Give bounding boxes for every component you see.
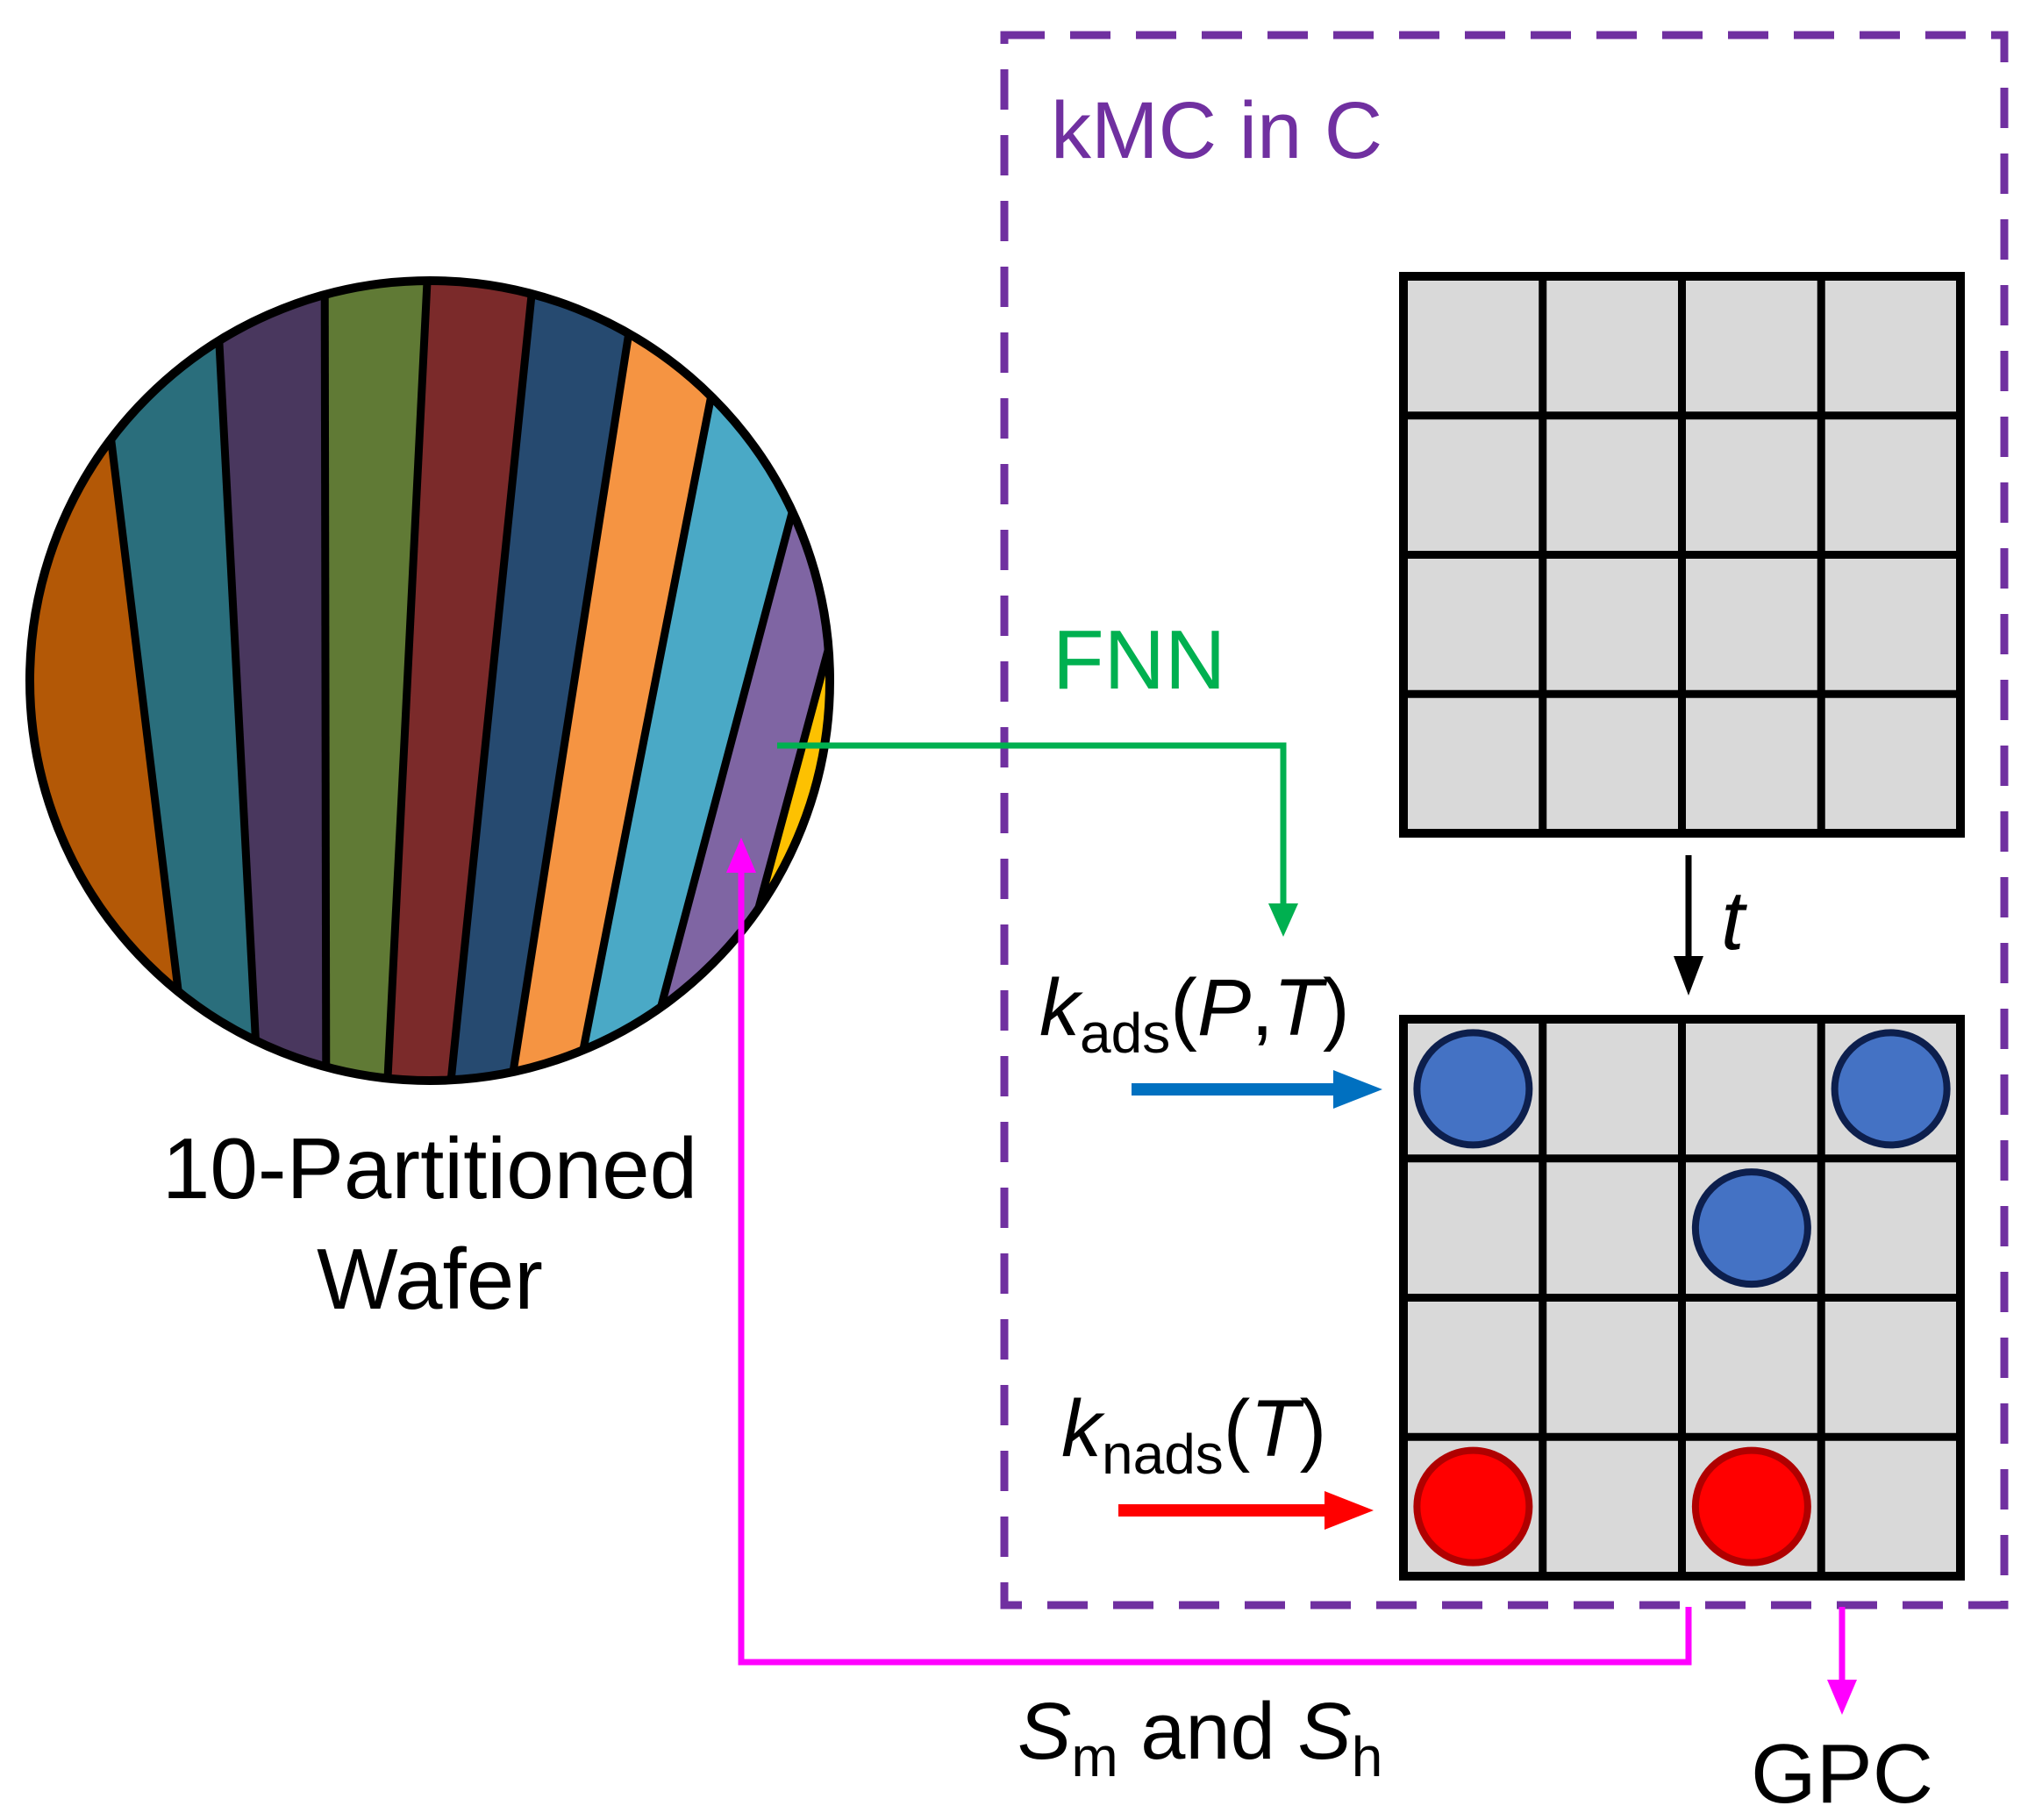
kads-label: kads(P,T) — [1039, 963, 1350, 1065]
wafer-label-line2: Wafer — [317, 1231, 543, 1327]
wafer-label-line1: 10-Partitioned — [162, 1120, 697, 1217]
wafer-partition — [440, 281, 653, 1081]
adsorbed-particle — [1413, 1029, 1533, 1149]
lattice-initial — [1399, 272, 1965, 838]
wafer — [25, 276, 834, 1085]
wafer-partition-border — [320, 281, 331, 1081]
non-adsorbed-particle — [1413, 1446, 1533, 1567]
time-label: t — [1721, 874, 1747, 967]
feedback-label: Sm and Sh — [1018, 1687, 1382, 1788]
gpc-label: GPC — [1751, 1727, 1933, 1820]
kmc-box — [1000, 31, 2009, 1609]
adsorbed-particle — [1691, 1168, 1811, 1288]
adsorbed-particles — [1413, 1029, 1951, 1567]
non-adsorption-arrow — [1118, 1491, 1374, 1530]
fnn-label: FNN — [1053, 613, 1225, 707]
kmc-box-title: kMC in C — [1051, 86, 1382, 175]
feedback-arrow — [726, 838, 1692, 1666]
wafer-partition — [614, 281, 830, 1081]
gpc-arrow — [1827, 1607, 1857, 1715]
wafer-partition — [211, 281, 326, 1081]
lattice-border — [1399, 1015, 1965, 1581]
wafer-partition — [325, 281, 432, 1081]
wafer-partition-border — [491, 281, 658, 1081]
lattice-border — [1399, 272, 1965, 838]
non-adsorbed-particle — [1691, 1446, 1811, 1567]
adsorbed-particle — [1831, 1029, 1951, 1149]
fnn-arrow — [777, 742, 1298, 937]
adsorption-arrow — [1132, 1070, 1382, 1109]
wafer-partition-border — [378, 281, 437, 1081]
wafer-partition-border — [436, 281, 548, 1081]
wafer-partition — [496, 281, 754, 1081]
knads-label: knads(T) — [1061, 1384, 1326, 1486]
time-arrow — [1674, 855, 1703, 996]
